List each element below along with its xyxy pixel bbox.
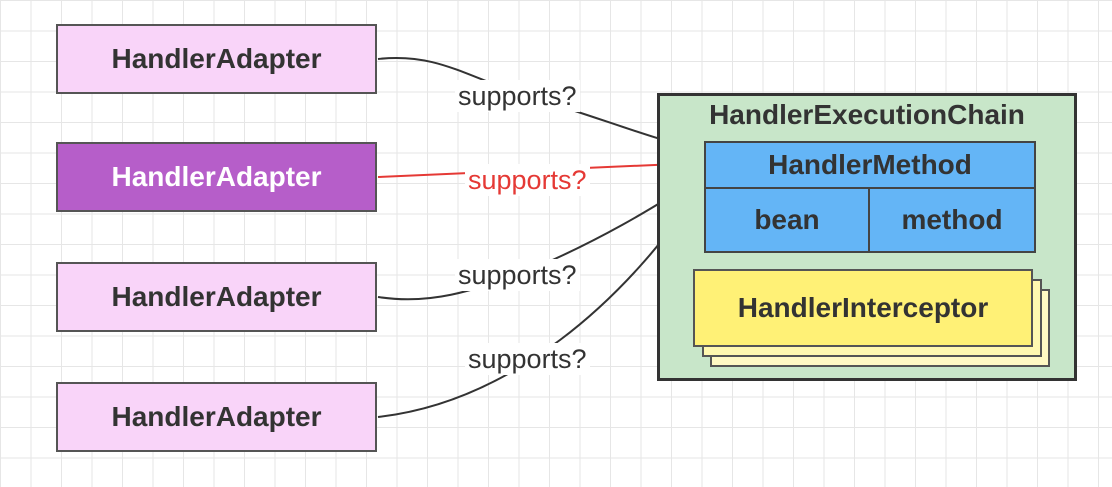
handler-adapter-1: HandlerAdapter xyxy=(56,24,377,94)
bean-field: bean xyxy=(706,189,870,251)
handler-method-title: HandlerMethod xyxy=(706,143,1034,189)
connector-3-label: supports? xyxy=(455,259,580,291)
connector-1-label: supports? xyxy=(455,80,580,112)
handler-adapter-4: HandlerAdapter xyxy=(56,382,377,452)
handler-execution-chain: HandlerExecutionChain HandlerMethod bean… xyxy=(657,93,1077,381)
handler-interceptor-box: HandlerInterceptor xyxy=(693,269,1033,347)
connector-4-line xyxy=(377,189,701,418)
handler-adapter-3: HandlerAdapter xyxy=(56,262,377,332)
chain-title: HandlerExecutionChain xyxy=(709,99,1025,130)
method-field: method xyxy=(901,204,1003,235)
connector-2-label: supports? xyxy=(465,164,590,196)
handler-adapter-2: HandlerAdapter xyxy=(56,142,377,212)
handler-method-box: HandlerMethod bean method xyxy=(704,141,1036,253)
connector-4-label: supports? xyxy=(465,343,590,375)
